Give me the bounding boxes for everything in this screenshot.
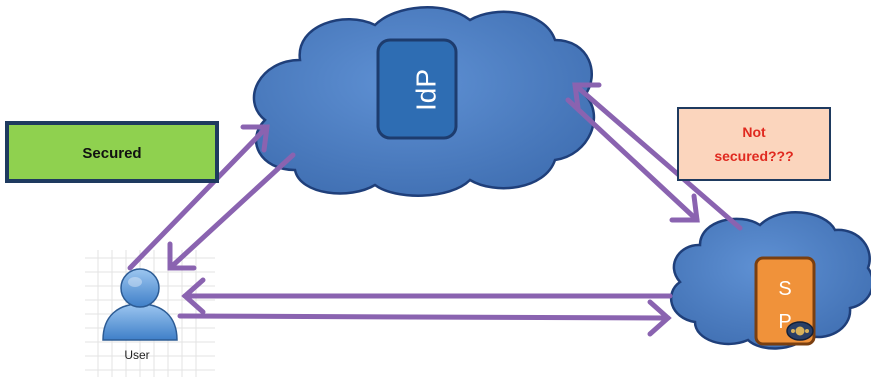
idp-label: IdP [410, 69, 441, 111]
arrow-user-to-idp [127, 124, 270, 271]
arrow-idp-to-user [167, 152, 296, 271]
arrows [127, 82, 743, 337]
sp-box: S P [754, 256, 816, 346]
user-label: User [124, 348, 149, 362]
idp-box: IdP [376, 38, 458, 140]
secured-label: Secured [82, 145, 141, 162]
user-icon [102, 268, 178, 341]
secured-callout: Secured [5, 121, 219, 183]
arrow-idp-to-user-head [167, 241, 197, 271]
gear-badge-icon [786, 321, 814, 341]
arrow-sp-to-idp-head [572, 82, 602, 111]
arrow-sp-to-user-head [181, 277, 206, 315]
not-secured-label-line1: Not [742, 124, 766, 140]
arrow-user-to-sp [177, 313, 671, 321]
arrow-idp-to-sp-head [669, 193, 700, 223]
arrow-user-to-idp-head [240, 124, 270, 153]
not-secured-callout: Not secured??? [677, 107, 831, 181]
arrow-idp-to-sp [565, 97, 700, 223]
not-secured-label-line2: secured??? [714, 148, 793, 164]
sp-label-line1: S [778, 278, 791, 300]
arrow-sp-to-idp [572, 82, 743, 231]
arrow-user-to-sp-head [647, 299, 672, 337]
